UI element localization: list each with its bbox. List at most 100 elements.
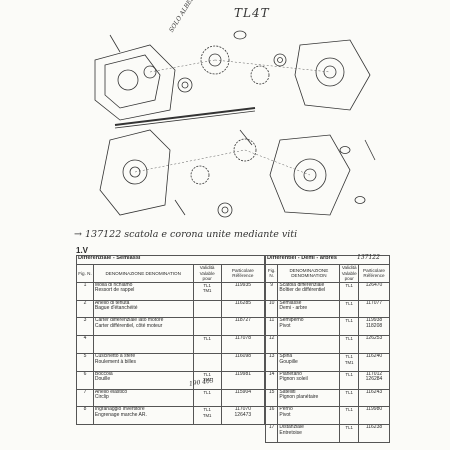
exploded-view-drawing [94,30,376,218]
part-description: Molla di richiamo Ressort de rappel [92,281,194,301]
column-header: Particolare Référence [357,264,391,283]
part-code: 116240 [357,352,391,372]
validity [192,317,222,337]
column-header: Particolare Référence [220,264,266,283]
figure-number: 1 [76,281,94,301]
part-code: 117077 [357,299,391,319]
figure-number: 9 [264,281,279,301]
figure-number: 4 [76,335,94,354]
part-code: 116285 [220,299,266,319]
part-description [277,335,341,354]
validity: TL1 [339,370,359,390]
validity: TL1 TM1 [339,352,359,372]
part-code: 116238 [357,424,391,443]
validity: TL1 TM1 [192,406,222,426]
part-code: 118727 [220,317,266,337]
part-code: 119980 [357,406,391,426]
part-description: Boccola Douille [92,370,194,390]
part-code: 126253 [357,335,391,354]
handwritten-part-code: 137122 [357,254,380,261]
parts-table-right: Différentiel - Demi - arbres Fig. N. DEN… [264,255,391,443]
part-description: Ingranaggio invertitore Engrenage marche… [92,406,194,426]
column-header: DENOMINAZIONE DENOMINATION [92,264,194,283]
part-description: Cuscinetto a sfere Roulement à billes [92,352,194,372]
validity: TL1 [192,388,222,408]
validity [192,352,222,372]
part-code: 119938 118208 [357,317,391,337]
part-code: 116098 [220,352,266,372]
section-code: 1.V [76,246,89,255]
part-description: Scatola differenziale Boîtier de différe… [277,281,341,301]
table-title: Differenziale - Semiassi [76,255,265,265]
figure-number: 7 [76,388,94,408]
part-code: 116243 [357,388,391,408]
screw-icon [109,34,376,216]
figure-number: 13 [264,352,279,372]
figure-number: 8 [76,406,94,426]
seal-icon [233,30,366,204]
table-title: Différentiel - Demi - arbres [265,255,390,265]
part-code: 119981 [220,370,266,390]
figure-number: 14 [264,370,279,390]
column-header: DENOMINAZIONE DENOMINATION [277,264,341,283]
handwritten-table-note: → 137122 scatola e corona unite mediante… [74,229,298,240]
column-header: Validità Valable pour [192,264,222,283]
column-header: Fig. N. [264,264,279,283]
part-code: 117070 126473 [220,406,266,426]
part-description: Carter differenziale lato motore Carter … [92,317,194,337]
validity: TL1 [339,388,359,408]
part-code: 126470 [357,281,391,301]
shaft-icon [114,107,256,129]
figure-number: 15 [264,388,279,408]
part-description: Anello elastico Circlip [92,388,194,408]
figure-number: 12 [264,335,279,354]
figure-number: 6 [76,370,94,390]
part-description: Spina Goupille [277,352,341,372]
parts-table-left: Differenziale - Semiassi Fig. N. DENOMIN… [76,255,266,426]
part-code: 117012 126284 [357,370,391,390]
column-header: Fig. N. [76,264,94,283]
part-description: Satelliti Pignon planétaire [277,388,341,408]
part-description: Semiasse Demi - arbre [277,299,341,319]
part-description [92,335,194,354]
bearing-icon [177,53,287,218]
figure-number: 5 [76,352,94,372]
validity: TL1 [339,335,359,354]
validity: TL1 [339,299,359,319]
figure-number: 11 [264,317,279,337]
figure-number: 17 [264,424,279,443]
part-description: Perno Pivot [277,406,341,426]
part-description: Distanziale Entretoise [277,424,341,443]
validity: TL1 [339,281,359,301]
figure-number: 3 [76,317,94,337]
part-description: Semiperno Pivot [277,317,341,337]
validity: TL1 [192,335,222,354]
validity: TL1 [339,317,359,337]
part-code: 117078 [220,335,266,354]
figure-number: 16 [264,406,279,426]
gear-icon [190,45,270,185]
part-code: 115904 [220,388,266,408]
gearbox-casing-icon [94,44,176,216]
part-description: Anello di tenuta Bague d'étanchéité [92,299,194,319]
part-description: Planetario Pignon soleil [277,370,341,390]
validity: TL1 [339,406,359,426]
column-header: Validità Valable pour [339,264,359,283]
